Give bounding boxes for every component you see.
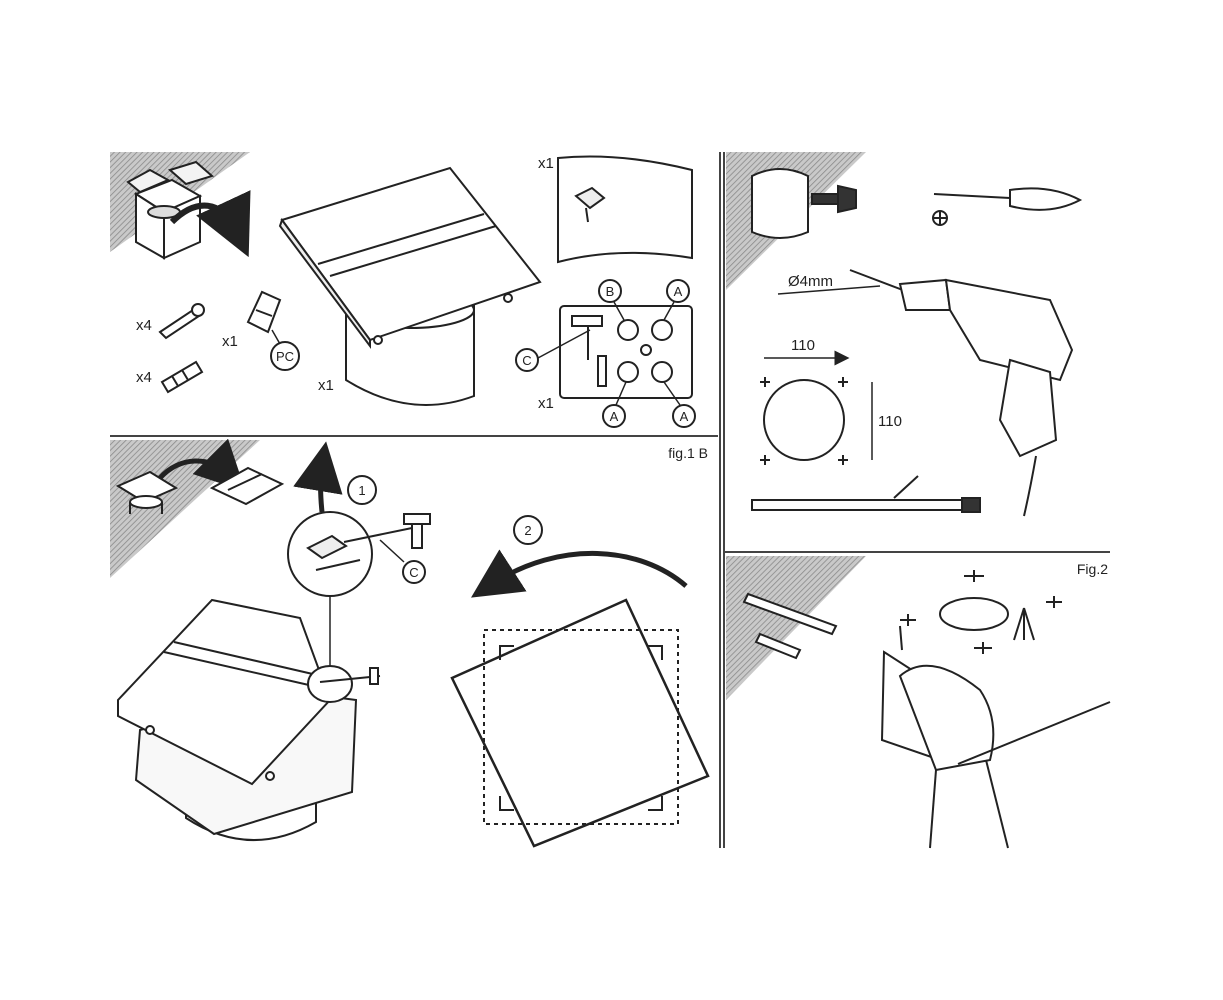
- drill-bit-icon: [751, 475, 981, 513]
- callout-b-label: B: [606, 284, 615, 299]
- drill-marks: [900, 570, 1062, 654]
- drill-marks: [760, 377, 848, 465]
- figure-label: fig.1 B: [668, 445, 708, 461]
- pc-callout-label: PC: [276, 349, 294, 364]
- power-drill-icon: [849, 269, 1074, 517]
- callout-a-label: A: [674, 284, 683, 299]
- hole-template-circle: [763, 379, 845, 461]
- fan-assembly-illustration: [117, 598, 381, 842]
- panel-dividers: [110, 152, 1110, 848]
- key-tool-icon: [343, 513, 431, 549]
- sheet-quantity: x1: [538, 155, 554, 172]
- callout-c-label: C: [409, 565, 418, 580]
- dashed-alignment-frame: [483, 629, 679, 825]
- screw-icon: [158, 303, 205, 340]
- phillips-tip-icon: [932, 210, 948, 226]
- pc-leader-line: [271, 329, 281, 345]
- screws-quantity: x4: [136, 317, 152, 334]
- lift-up-arrow-icon: [293, 441, 343, 513]
- callout-a-label: A: [680, 409, 689, 424]
- callout-leaders: [537, 301, 681, 406]
- rotated-panel: [450, 598, 710, 848]
- callout-c-label: C: [522, 353, 531, 368]
- wall-hatch-shadow: [726, 556, 866, 700]
- pc-callout-circle: [270, 341, 300, 371]
- small-fan-icon: [115, 470, 179, 514]
- callout-c-leader: [379, 539, 405, 563]
- fan-quantity: x1: [318, 377, 334, 394]
- callout-a-label: A: [610, 409, 619, 424]
- cover-panel-icon: [209, 466, 285, 506]
- tripod-icon: [1013, 607, 1035, 641]
- panel-contents: fig.1 B 1 C: [110, 438, 710, 848]
- rotate-arrow-icon: [471, 549, 688, 598]
- detail-magnifier: [287, 511, 373, 597]
- callout-a-circle: [666, 279, 690, 303]
- dim-horizontal-label: 110: [791, 337, 815, 354]
- floor-line: [957, 701, 1111, 765]
- callout-c-circle: [402, 560, 426, 584]
- panel-contents: Fig.2: [726, 556, 1111, 849]
- spare-part-sheet: [557, 155, 693, 264]
- drill-size-leader: [777, 285, 881, 295]
- callout-c-circle: [515, 348, 539, 372]
- drill-bit-icon: [742, 592, 838, 636]
- plugs-quantity: x4: [136, 369, 152, 386]
- step-1-label: 1: [358, 483, 365, 498]
- unpack-arrow-icon: [169, 190, 251, 258]
- callout-b-circle: [598, 279, 622, 303]
- transfer-arrow-icon: [158, 438, 246, 492]
- pc-clip-icon: [246, 290, 282, 334]
- fan-body-icon: [751, 168, 809, 239]
- step-2-label: 2: [524, 523, 531, 538]
- figure-label: Fig.2: [1077, 561, 1108, 577]
- panel-contents: Ø4mm 110 110: [726, 152, 1083, 517]
- ceiling-hole-outline: [939, 597, 1009, 631]
- terminal-plate-illustration: [559, 305, 693, 399]
- step-1-circle: [347, 475, 377, 505]
- panel-contents: x4 x4 x1 PC x1 x1: [110, 152, 696, 428]
- callout-a-circle: [602, 404, 626, 428]
- wall-plug-icon: [160, 360, 204, 394]
- drill-size-label: Ø4mm: [788, 273, 833, 290]
- clip-quantity: x1: [222, 333, 238, 350]
- step-2-circle: [513, 515, 543, 545]
- wall-plug-icon: [754, 632, 802, 660]
- hand-drill-illustration: [880, 625, 1009, 849]
- frame-corners: [499, 645, 663, 811]
- callout-a-circle: [672, 404, 696, 428]
- fan-unit-illustration: [278, 166, 542, 406]
- dim-vertical-label: 110: [878, 413, 902, 430]
- wrench-icon: [811, 184, 857, 214]
- plate-quantity: x1: [538, 395, 554, 412]
- screwdriver-icon: [933, 187, 1083, 211]
